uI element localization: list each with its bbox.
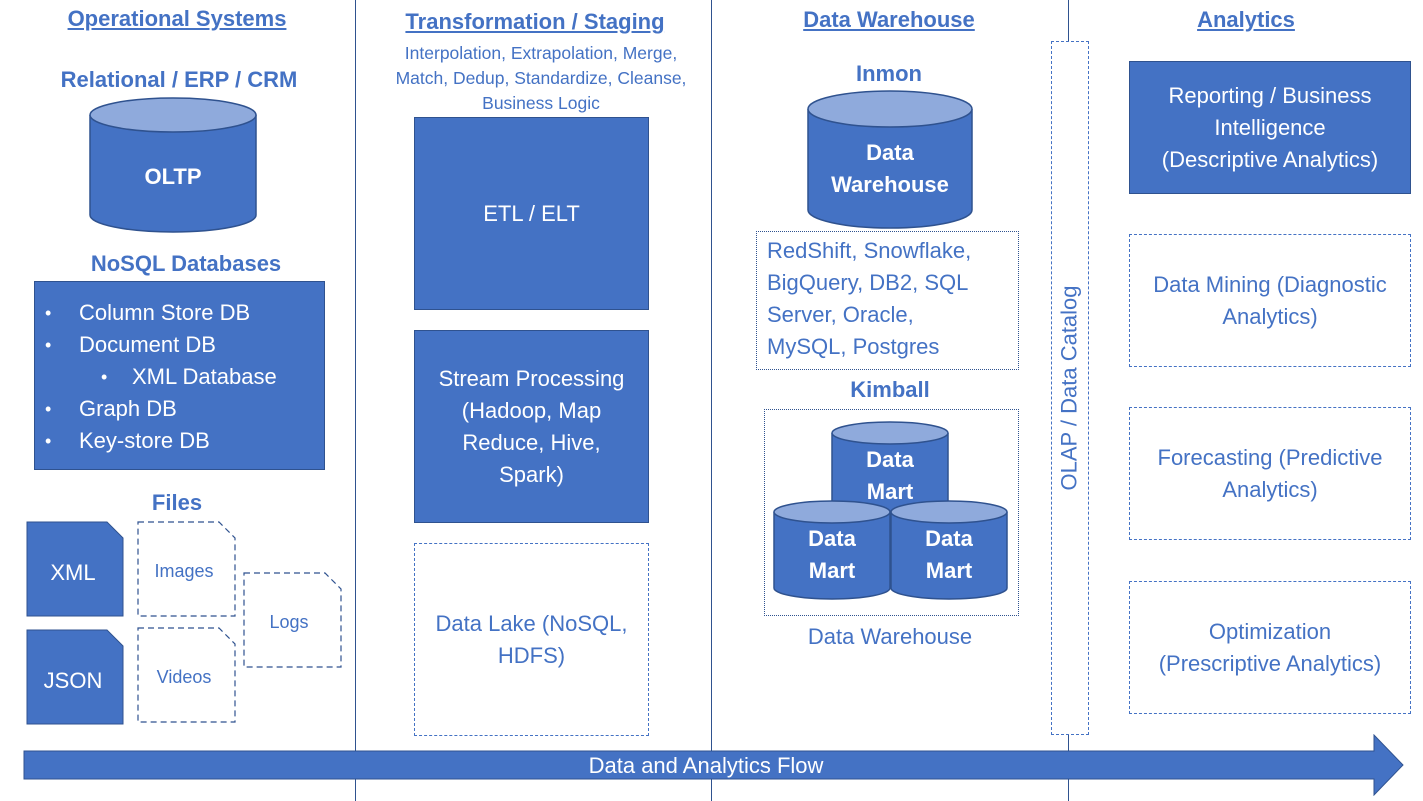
etl-elt-box: ETL / ELT <box>414 117 649 310</box>
svg-text:Data: Data <box>866 447 914 472</box>
inmon-data-warehouse-icon: Data Warehouse <box>807 90 973 229</box>
divider-transformation-warehouse <box>711 0 712 801</box>
reporting-bi-box: Reporting / Business Intelligence (Descr… <box>1129 61 1411 194</box>
analytics-title: Analytics <box>1197 7 1295 32</box>
kimball-box <box>764 409 1019 616</box>
relational-erp-crm-title: Relational / ERP / CRM <box>60 67 298 92</box>
data-analytics-flow-arrow: Data and Analytics Flow <box>23 734 1404 796</box>
flow-arrow-label: Data and Analytics Flow <box>589 753 824 778</box>
dw-cylinder-label-line2: Warehouse <box>831 172 949 197</box>
olap-data-catalog-bar: OLAP / Data Catalog <box>1051 41 1089 735</box>
dw-products-box: RedShift, Snowflake, BigQuery, DB2, SQL … <box>756 231 1019 370</box>
files-icons: XML JSON Images Videos Logs <box>26 521 342 725</box>
olap-data-catalog-label: OLAP / Data Catalog <box>1057 285 1083 491</box>
xml-file-icon <box>26 521 124 617</box>
nosql-databases-title: NoSQL Databases <box>90 251 282 276</box>
json-file-label: JSON <box>44 668 103 693</box>
logs-file-icon <box>243 572 342 668</box>
optimization-box: Optimization (Prescriptive Analytics) <box>1129 581 1411 714</box>
svg-text:Data: Data <box>808 526 856 551</box>
svg-text:Mart: Mart <box>867 479 914 504</box>
inmon-title: Inmon <box>856 61 922 86</box>
images-file-label: Images <box>154 561 213 581</box>
dw-cylinder-label-line1: Data <box>866 140 914 165</box>
svg-text:Mart: Mart <box>809 558 856 583</box>
transformation-description: Interpolation, Extrapolation, Merge, Mat… <box>395 43 687 113</box>
dw-products-list: RedShift, Snowflake, BigQuery, DB2, SQL … <box>767 238 972 359</box>
stream-processing-box: Stream Processing (Hadoop, Map Reduce, H… <box>414 330 649 523</box>
data-mart-top-icon: Data Mart <box>831 421 949 521</box>
json-file-icon <box>26 629 124 725</box>
xml-file-label: XML <box>50 560 95 585</box>
data-mining-box: Data Mining (Diagnostic Analytics) <box>1129 234 1411 367</box>
logs-file-label: Logs <box>269 612 308 632</box>
data-warehouse-bottom-label: Data Warehouse <box>807 624 973 649</box>
files-title: Files <box>151 490 203 515</box>
data-lake-box: Data Lake (NoSQL, HDFS) <box>414 543 649 736</box>
forecasting-box: Forecasting (Predictive Analytics) <box>1129 407 1411 540</box>
data-mart-right-icon: Data Mart <box>890 500 1008 600</box>
data-warehouse-title: Data Warehouse <box>803 7 975 32</box>
oltp-database-icon: OLTP <box>89 97 257 233</box>
transformation-staging-title: Transformation / Staging <box>405 9 665 34</box>
oltp-label: OLTP <box>144 164 201 189</box>
kimball-title: Kimball <box>850 377 930 402</box>
svg-text:Data: Data <box>925 526 973 551</box>
data-mart-left-icon: Data Mart <box>773 500 891 600</box>
images-file-icon <box>137 521 236 617</box>
kimball-data-marts: Data Mart Data Mart Data Mart <box>773 421 1008 600</box>
videos-file-icon <box>137 627 236 723</box>
nosql-databases-box: •Column Store DB •Document DB •XML Datab… <box>34 281 325 470</box>
divider-operational-transformation <box>355 0 356 801</box>
videos-file-label: Videos <box>157 667 212 687</box>
svg-text:Mart: Mart <box>926 558 973 583</box>
operational-systems-title: Operational Systems <box>67 6 287 31</box>
